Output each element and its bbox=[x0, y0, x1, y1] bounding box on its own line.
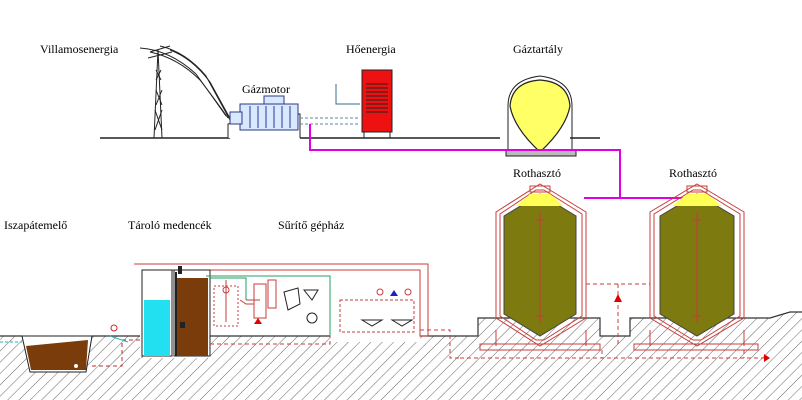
label-surito-gephaz: Sűrítő gépház bbox=[278, 218, 345, 232]
label-iszapatemelo: Iszapátemelő bbox=[4, 218, 68, 232]
digester-1 bbox=[479, 183, 601, 351]
thickener-equipment bbox=[206, 275, 460, 359]
digester-2 bbox=[633, 183, 759, 351]
label-gazmotor: Gázmotor bbox=[242, 82, 290, 96]
label-gaztartaly: Gáztartály bbox=[513, 42, 563, 56]
flow-arrow bbox=[614, 294, 622, 302]
flow-arrow bbox=[390, 290, 398, 296]
heat-exchanger bbox=[361, 69, 393, 138]
gas-engine bbox=[227, 95, 301, 138]
water-line bbox=[109, 335, 129, 343]
gas-pipeline bbox=[309, 124, 698, 199]
heat-lines bbox=[300, 84, 360, 125]
ground-section bbox=[0, 311, 802, 400]
gas-holder bbox=[505, 75, 577, 157]
flow-arrow bbox=[764, 354, 770, 362]
label-hoenergia: Hőenergia bbox=[346, 42, 396, 56]
sludge-basin bbox=[176, 278, 208, 356]
lift-pipe bbox=[92, 339, 140, 367]
label-villamosenergia: Villamosenergia bbox=[40, 42, 119, 56]
hatched-soil bbox=[0, 312, 802, 400]
label-tarolo-medencek: Tároló medencék bbox=[128, 218, 212, 232]
water-basin bbox=[144, 300, 170, 356]
power-pylon bbox=[139, 45, 233, 139]
sludge-lift-pit bbox=[0, 335, 93, 373]
label-rothaszto-2: Rothasztó bbox=[669, 166, 717, 180]
pump-symbol bbox=[110, 324, 118, 332]
storage-building bbox=[134, 263, 429, 358]
flow-arrow bbox=[254, 318, 262, 324]
label-rothaszto-1: Rothasztó bbox=[513, 166, 561, 180]
